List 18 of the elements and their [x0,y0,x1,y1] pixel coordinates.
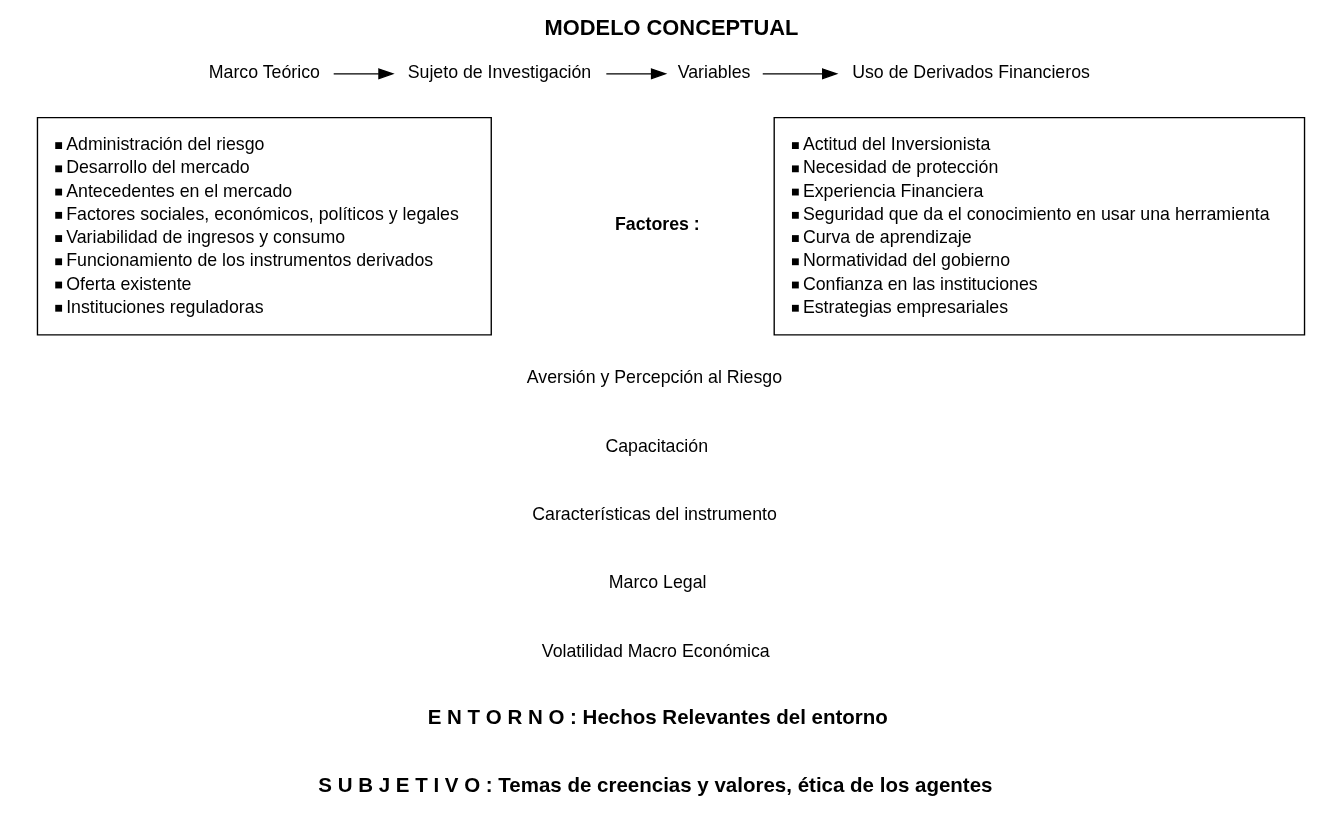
label: Características del instrumento [531,503,777,524]
label: Capacitación [604,435,708,456]
node-box: Administración del riesgo Desarrollo del mercado Antecedentes en el mercado Factores sociales, económicos, políticos y legales Variabilidad de ingresos y consumo Funcionamiento de los instrumentos derivados Oferta existente Instituciones reguladoras [36,116,492,336]
node-box: Actitud del Inversionista Necesidad de protección Experiencia Financiera Seguridad que da el conocimiento en usar una herramienta Curva de aprendizaje Normatividad del gobierno Confianza en las instituciones Estrategias empresariales [773,116,1305,336]
label: Factores : [614,213,700,234]
node-text: Sujeto de Investigación [407,62,591,83]
arrow [332,68,395,80]
label: Aversión y Percepción al Riesgo [526,367,782,388]
node-text: Uso de Derivados Financieros [851,62,1090,83]
node-text: Variables [677,62,750,83]
arrow [605,68,667,80]
label: Marco Legal [608,572,706,593]
arrow [761,68,838,80]
node-text: Marco Teórico [208,62,320,83]
diagram-title: MODELO CONCEPTUAL [544,15,798,41]
label: Volatilidad Macro Económica [541,640,770,661]
label: S U B J E T I V O : Temas de creencias y valores, ética de los agentes [317,773,992,797]
label: E N T O R N O : Hechos Relevantes del entorno [427,704,888,728]
